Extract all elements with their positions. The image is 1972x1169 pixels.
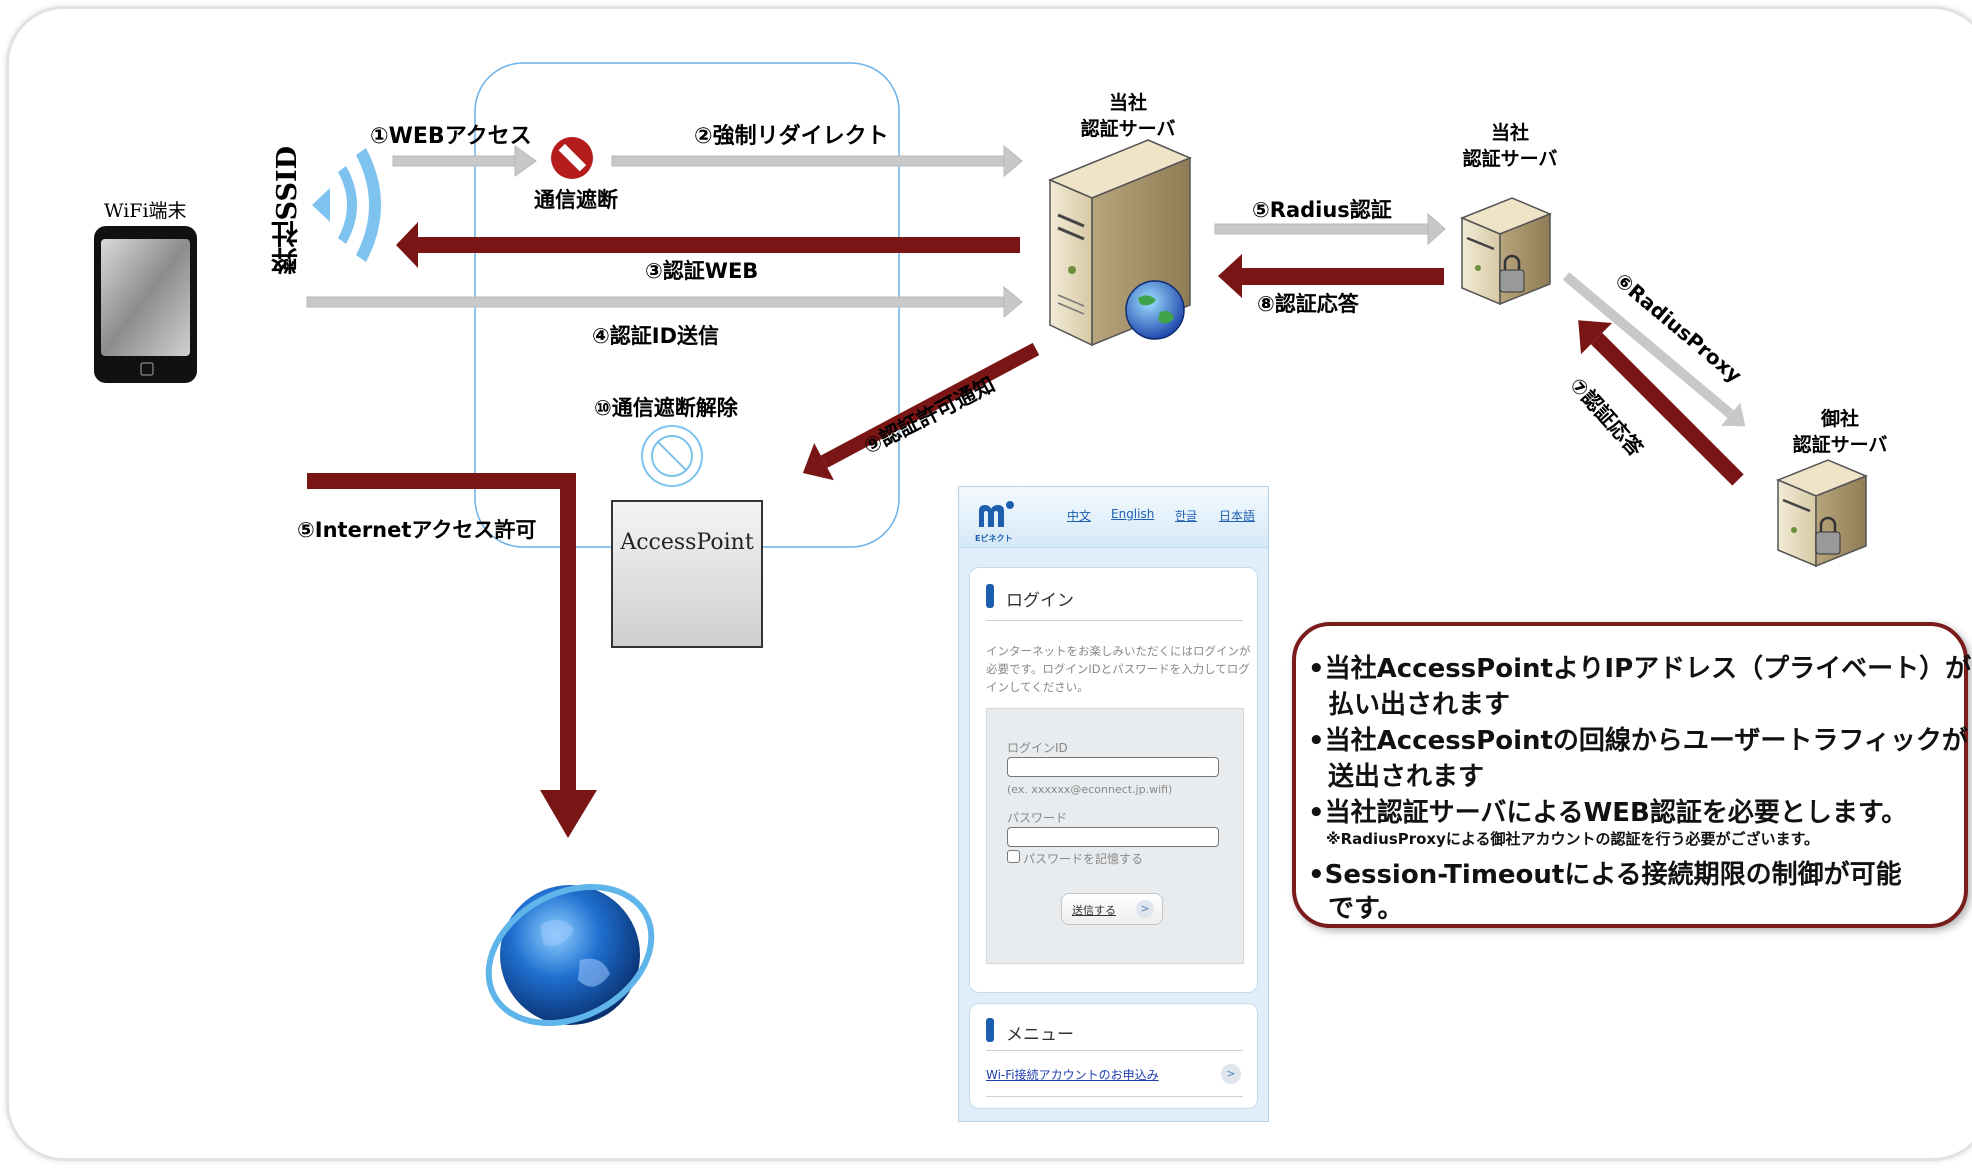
auth-server-radius-label: 当社 認証サーバ (1440, 120, 1580, 172)
login-title-bar (986, 584, 994, 608)
arrow-step5-radius (1214, 212, 1446, 246)
auth-server-main-icon (1048, 139, 1192, 347)
menu-title: メニュー (1006, 1025, 1074, 1045)
login-id-hint: (ex. xxxxxx@econnect.jp.wifi) (1007, 783, 1173, 796)
client-server-line2: 認証サーバ (1792, 434, 1888, 456)
auth-server-radius-icon (1460, 197, 1552, 306)
arrow-step3 (396, 222, 1020, 268)
info-line2b: 送出されます (1328, 762, 1485, 792)
info-line1b: 払い出されます (1328, 690, 1511, 720)
internet-globe-icon (485, 883, 655, 1027)
arrow-step6 (1562, 272, 1746, 427)
lang-english-link[interactable]: English (1111, 507, 1155, 521)
info-box: •当社AccessPointよりIPアドレス（プライベート）が 払い出されます … (1292, 622, 1972, 928)
login-form: ログインID (ex. xxxxxx@econnect.jp.wifi) パスワ… (986, 708, 1244, 964)
blocked-icon (551, 137, 593, 179)
menu-title-rule (986, 1050, 1243, 1051)
wifi-account-apply-link[interactable]: Wi-Fi接続アカウントのお申込み (986, 1068, 1159, 1082)
arrow-step7 (1578, 320, 1744, 486)
arrow-step8 (1218, 254, 1444, 298)
remember-label: パスワードを記憶する (1023, 852, 1144, 866)
smartphone-icon (94, 226, 197, 383)
client-server-line1: 御社 (1820, 408, 1859, 430)
econnect-logo (979, 501, 1014, 527)
step10-label: ⑩通信遮断解除 (594, 396, 738, 420)
menu-chevron-right-icon[interactable]: > (1221, 1064, 1241, 1084)
send-button[interactable]: 送信する > (1061, 893, 1163, 925)
step1-label: ①WEBアクセス (370, 124, 532, 149)
password-input[interactable] (1007, 827, 1219, 847)
step2-label: ②強制リダイレクト (694, 124, 889, 149)
menu-bottom-rule (986, 1096, 1243, 1097)
step8-label: ⑧認証応答 (1257, 292, 1359, 316)
remember-checkbox[interactable] (1007, 850, 1020, 863)
info-line4b: です。 (1328, 894, 1404, 924)
unblocked-icon (641, 425, 703, 487)
info-line3-note: ※RadiusProxyによる御社アカウントの認証を行う必要がございます。 (1326, 830, 1819, 848)
wifi-signal-icon (312, 148, 381, 262)
wifi-terminal-label: WiFi端末 (104, 200, 187, 222)
block-label: 通信遮断 (534, 188, 618, 212)
auth-server-main-line2: 認証サーバ (1080, 118, 1176, 140)
arrow-step1 (392, 145, 537, 177)
login-id-label: ログインID (1007, 741, 1068, 755)
info-line4a: •Session-Timeoutによる接続期限の制御が可能 (1308, 860, 1902, 890)
auth-server-main-line1: 当社 (1108, 92, 1147, 114)
menu-card: メニュー Wi-Fi接続アカウントのお申込み > (969, 1003, 1258, 1109)
info-line1a: •当社AccessPointよりIPアドレス（プライベート）が (1308, 654, 1972, 684)
login-id-input[interactable] (1007, 757, 1219, 777)
login-description: インターネットをお楽しみいただくにはログインが必要です。ログインIDとパスワード… (986, 644, 1251, 694)
step5-internet-label: ⑤Internetアクセス許可 (297, 518, 537, 542)
login-title-rule (986, 620, 1243, 621)
lang-chinese-link[interactable]: 中文 (1067, 509, 1092, 523)
info-line3: •当社認証サーバによるWEB認証を必要とします。 (1308, 798, 1908, 828)
menu-title-bar (986, 1018, 994, 1042)
arrow-step2 (611, 144, 1023, 178)
access-point-label: AccessPoint (620, 530, 754, 555)
auth-server-main-label: 当社 認証サーバ (1058, 90, 1198, 142)
auth-server-radius-line2: 認証サーバ (1462, 148, 1558, 170)
chevron-right-icon: > (1136, 900, 1154, 918)
arrow-internet (307, 473, 597, 838)
ssid-label: 弊社SSID (272, 146, 303, 275)
step4-label: ④認証ID送信 (592, 324, 720, 348)
password-label: パスワード (1007, 811, 1068, 825)
lang-korean-link[interactable]: 한글 (1175, 509, 1198, 523)
login-card: ログイン インターネットをお楽しみいただくにはログインが必要です。ログインIDと… (969, 567, 1258, 993)
login-screen: Eビネクト 中文 English 한글 日本語 ログイン インターネットをお楽し… (958, 486, 1269, 1122)
info-line2a: •当社AccessPointの回線からユーザートラフィックが (1308, 726, 1968, 756)
arrow-step4 (306, 285, 1023, 319)
lang-japanese-link[interactable]: 日本語 (1219, 509, 1256, 523)
arrow-step9 (802, 342, 1040, 481)
client-server-label: 御社 認証サーバ (1770, 406, 1910, 458)
client-server-icon (1776, 459, 1868, 568)
login-title: ログイン (1006, 591, 1074, 611)
access-point: AccessPoint (611, 500, 763, 648)
send-button-label: 送信する (1072, 904, 1116, 917)
step3-label: ③認証WEB (645, 259, 759, 283)
diagram-frame (6, 6, 1972, 1161)
step5-radius-label: ⑤Radius認証 (1252, 198, 1392, 222)
auth-server-radius-line1: 当社 (1490, 122, 1529, 144)
logo-text: Eビネクト (975, 534, 1013, 543)
login-header: Eビネクト 中文 English 한글 日本語 (959, 487, 1268, 548)
